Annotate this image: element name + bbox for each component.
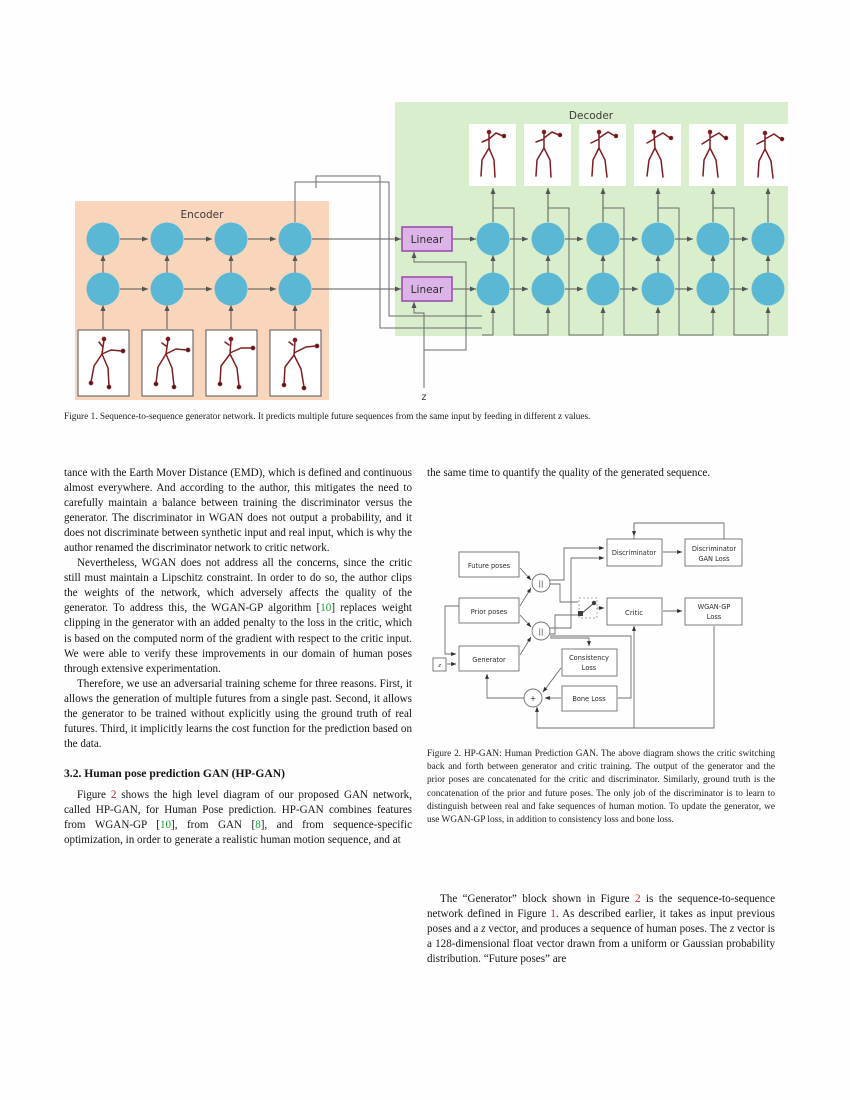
figure-2-diagram: Future poses Prior poses Generator z || … <box>427 518 779 740</box>
paragraph-wgan-gp: Nevertheless, WGAN does not address all … <box>64 557 412 675</box>
label-consistency-loss-2: Loss <box>582 664 597 672</box>
citation-8[interactable]: 8 <box>255 818 261 831</box>
label-wgan-gp-loss-1: WGAN-GP <box>698 603 731 611</box>
figure-2-caption: Figure 2. HP-GAN: Human Prediction GAN. … <box>427 749 775 826</box>
box-prior-poses <box>458 597 520 624</box>
label-future-poses: Future poses <box>468 562 511 570</box>
label-z-fig2: z <box>437 663 441 669</box>
label-sum: + <box>530 694 536 703</box>
label-critic: Critic <box>625 609 643 617</box>
label-bone-loss: Bone Loss <box>572 695 606 703</box>
encoder-title: Encoder <box>181 209 225 221</box>
label-generator: Generator <box>472 656 506 664</box>
left-text-column: tance with the Earth Mover Distance (EMD… <box>64 466 412 848</box>
box-z <box>432 657 447 672</box>
z-label-fig1: z <box>422 392 427 403</box>
box-generator <box>458 645 520 672</box>
label-consistency-loss-1: Consistency <box>569 654 609 662</box>
figure-1-diagram: Encoder Decoder <box>62 88 788 406</box>
z-symbol-2: z <box>729 923 735 936</box>
svg-text:Linear: Linear <box>411 234 444 246</box>
label-prior-poses: Prior poses <box>471 608 508 616</box>
box-critic <box>606 597 663 626</box>
z-symbol-1: z <box>481 923 486 936</box>
decoder-title: Decoder <box>569 110 614 122</box>
box-disc-gan-loss <box>684 538 743 567</box>
section-heading-3-2: 3.2. Human pose prediction GAN (HP-GAN) <box>64 766 286 780</box>
label-disc-gan-loss-2: GAN Loss <box>698 555 730 563</box>
right-text-column-top: the same time to quantify the quality of… <box>427 466 775 481</box>
label-discriminator: Discriminator <box>612 549 657 557</box>
linear-blocks: Linear Linear <box>401 226 453 302</box>
paragraph-quantify: the same time to quantify the quality of… <box>427 467 711 479</box>
paragraph-three-reasons: Therefore, we use an adversarial trainin… <box>64 677 412 750</box>
concat-circle-bottom <box>531 621 551 641</box>
label-disc-gan-loss-1: Discriminator <box>692 545 737 553</box>
paragraph-generator-block: The “Generator” block shown in Figure 2 … <box>427 893 775 966</box>
figure-1-caption: Figure 1. Sequence-to-sequence generator… <box>64 412 591 422</box>
box-bone-loss <box>561 685 618 712</box>
figure-ref-2-b[interactable]: 2 <box>635 893 641 905</box>
svg-text:Linear: Linear <box>411 284 444 296</box>
citation-10-b[interactable]: 10 <box>159 818 172 831</box>
box-discriminator <box>606 538 663 567</box>
right-text-column-bottom: The “Generator” block shown in Figure 2 … <box>427 892 775 967</box>
label-concat-bottom: || <box>539 628 544 636</box>
box-future-poses <box>458 551 520 578</box>
figure-ref-2[interactable]: 2 <box>110 788 117 801</box>
paragraph-hpgan-intro: Figure 2 shows the high level diagram of… <box>64 788 412 847</box>
figure-ref-1[interactable]: 1 <box>550 908 556 921</box>
box-consistency-loss <box>561 648 618 677</box>
paragraph-emd: tance with the Earth Mover Distance (EMD… <box>64 467 412 555</box>
citation-10[interactable]: 10 <box>320 602 332 615</box>
label-concat-top: || <box>539 580 544 588</box>
decoder-rnn-nodes <box>476 222 785 306</box>
box-wgan-gp-loss <box>684 597 743 626</box>
label-wgan-gp-loss-2: Loss <box>707 613 722 621</box>
encoder-rnn-nodes <box>86 222 312 306</box>
concat-circle-top <box>531 573 551 593</box>
